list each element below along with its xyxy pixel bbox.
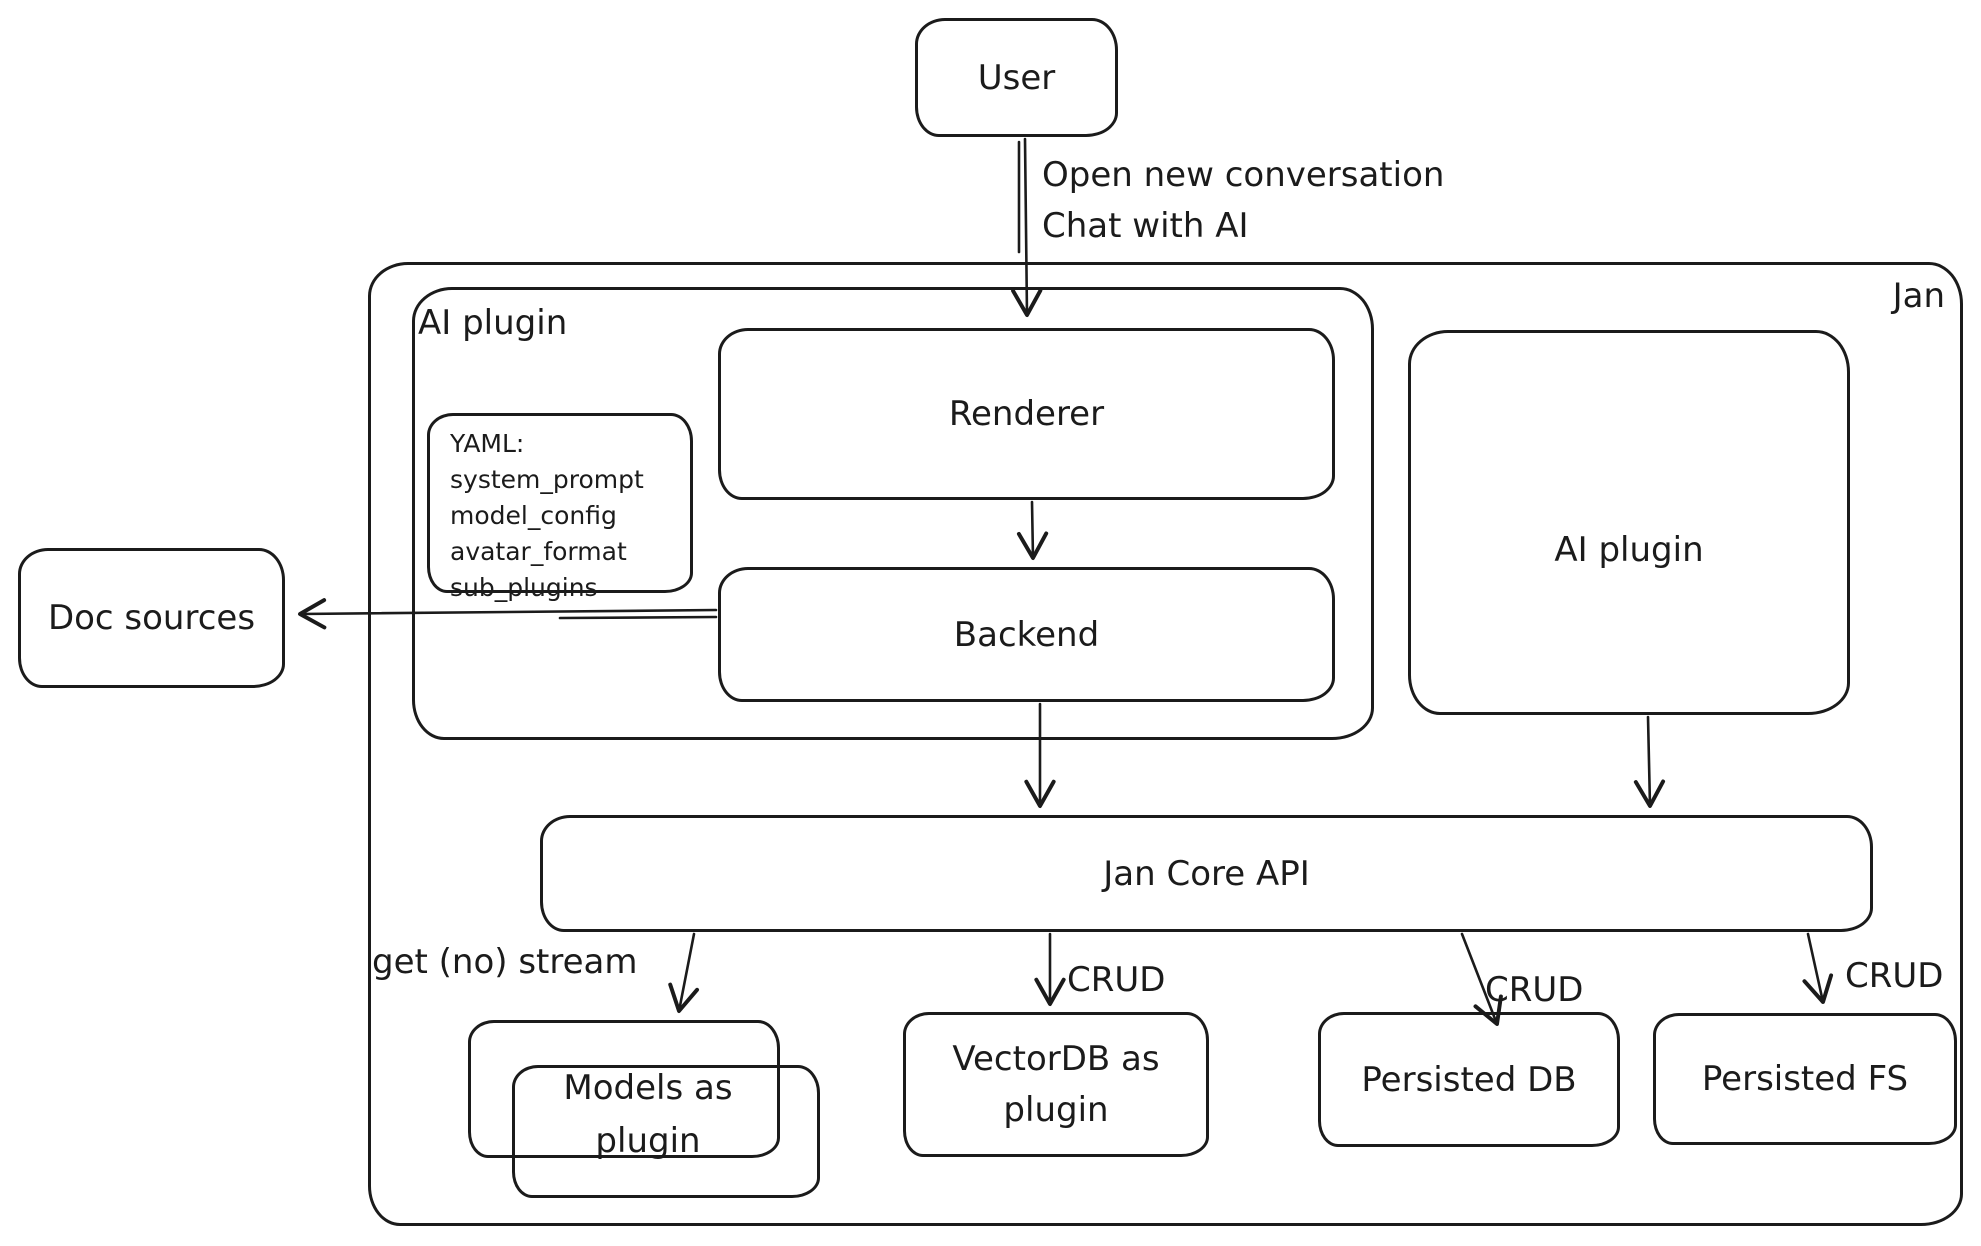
- persisted-fs-node: Persisted FS: [1653, 1013, 1957, 1145]
- persisted-fs-label: Persisted FS: [1701, 1059, 1909, 1099]
- edge-label-user-line2: Chat with AI: [1042, 206, 1249, 246]
- jan-container-label: Jan: [1892, 276, 1945, 316]
- edge-label-crud-vectordb: CRUD: [1067, 960, 1166, 1000]
- yaml-line-model-config: model_config: [450, 501, 617, 530]
- edge-label-get-no-stream: get (no) stream: [372, 942, 638, 982]
- ai-plugin-container-label: AI plugin: [418, 303, 568, 343]
- edge-label-crud-persisted-db: CRUD: [1485, 970, 1584, 1010]
- backend-node-label: Backend: [953, 614, 1100, 655]
- doc-sources-node: Doc sources: [18, 548, 285, 688]
- user-node-label: User: [977, 57, 1056, 98]
- models-as-plugin-back-box: [468, 1020, 780, 1158]
- doc-sources-node-label: Doc sources: [47, 598, 256, 638]
- yaml-line-sub-plugins: sub_plugins: [450, 573, 598, 602]
- vectordb-as-plugin-node: VectorDB as plugin: [903, 1012, 1209, 1157]
- edge-label-user-line1: Open new conversation: [1042, 155, 1445, 195]
- yaml-line-title: YAML:: [450, 429, 525, 458]
- jan-core-api-node-label: Jan Core API: [1103, 853, 1310, 894]
- ai-plugin-right-node-label: AI plugin: [1554, 530, 1704, 570]
- models-as-plugin-label: Models as plugin: [563, 1068, 733, 1161]
- renderer-node: Renderer: [718, 328, 1335, 500]
- user-node: User: [915, 18, 1118, 137]
- jan-core-api-node: Jan Core API: [540, 815, 1873, 932]
- ai-plugin-container-box: [412, 287, 1374, 740]
- edge-label-crud-persisted-fs: CRUD: [1845, 956, 1944, 996]
- jan-container-box: [368, 262, 1963, 1226]
- persisted-db-label: Persisted DB: [1361, 1059, 1577, 1100]
- ai-plugin-right-node: AI plugin: [1408, 330, 1850, 715]
- yaml-line-avatar-format: avatar_format: [450, 537, 627, 566]
- vectordb-as-plugin-label: VectorDB as plugin: [952, 1038, 1160, 1130]
- persisted-db-node: Persisted DB: [1318, 1012, 1620, 1147]
- backend-node: Backend: [718, 567, 1335, 702]
- models-as-plugin-front-box: [512, 1065, 820, 1198]
- yaml-note-box: YAML: system_prompt model_config avatar_…: [427, 413, 693, 602]
- renderer-node-label: Renderer: [948, 394, 1105, 434]
- yaml-line-system-prompt: system_prompt: [450, 465, 644, 494]
